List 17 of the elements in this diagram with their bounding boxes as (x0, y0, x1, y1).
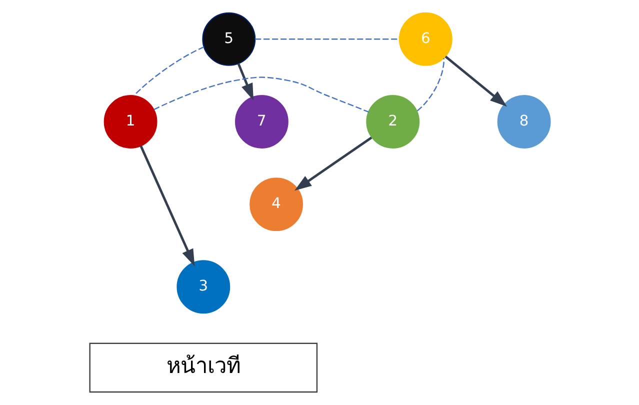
arrow (294, 136, 372, 191)
node-circle: 7 (234, 95, 288, 148)
arrow (444, 56, 506, 107)
connector (416, 58, 444, 112)
connector (254, 38, 399, 40)
arrow (139, 145, 194, 266)
node-circle: 2 (366, 95, 420, 148)
node-circle: 5 (202, 12, 256, 66)
arrow (236, 63, 254, 101)
connector (153, 76, 368, 113)
node-circle: 4 (249, 178, 302, 232)
node-circle: 3 (176, 260, 230, 314)
node-box: หน้าเวที (88, 342, 318, 393)
connector (132, 46, 204, 96)
node-circle: 8 (496, 95, 550, 148)
node-circle: 6 (398, 12, 452, 66)
node-circle: 1 (103, 95, 157, 148)
